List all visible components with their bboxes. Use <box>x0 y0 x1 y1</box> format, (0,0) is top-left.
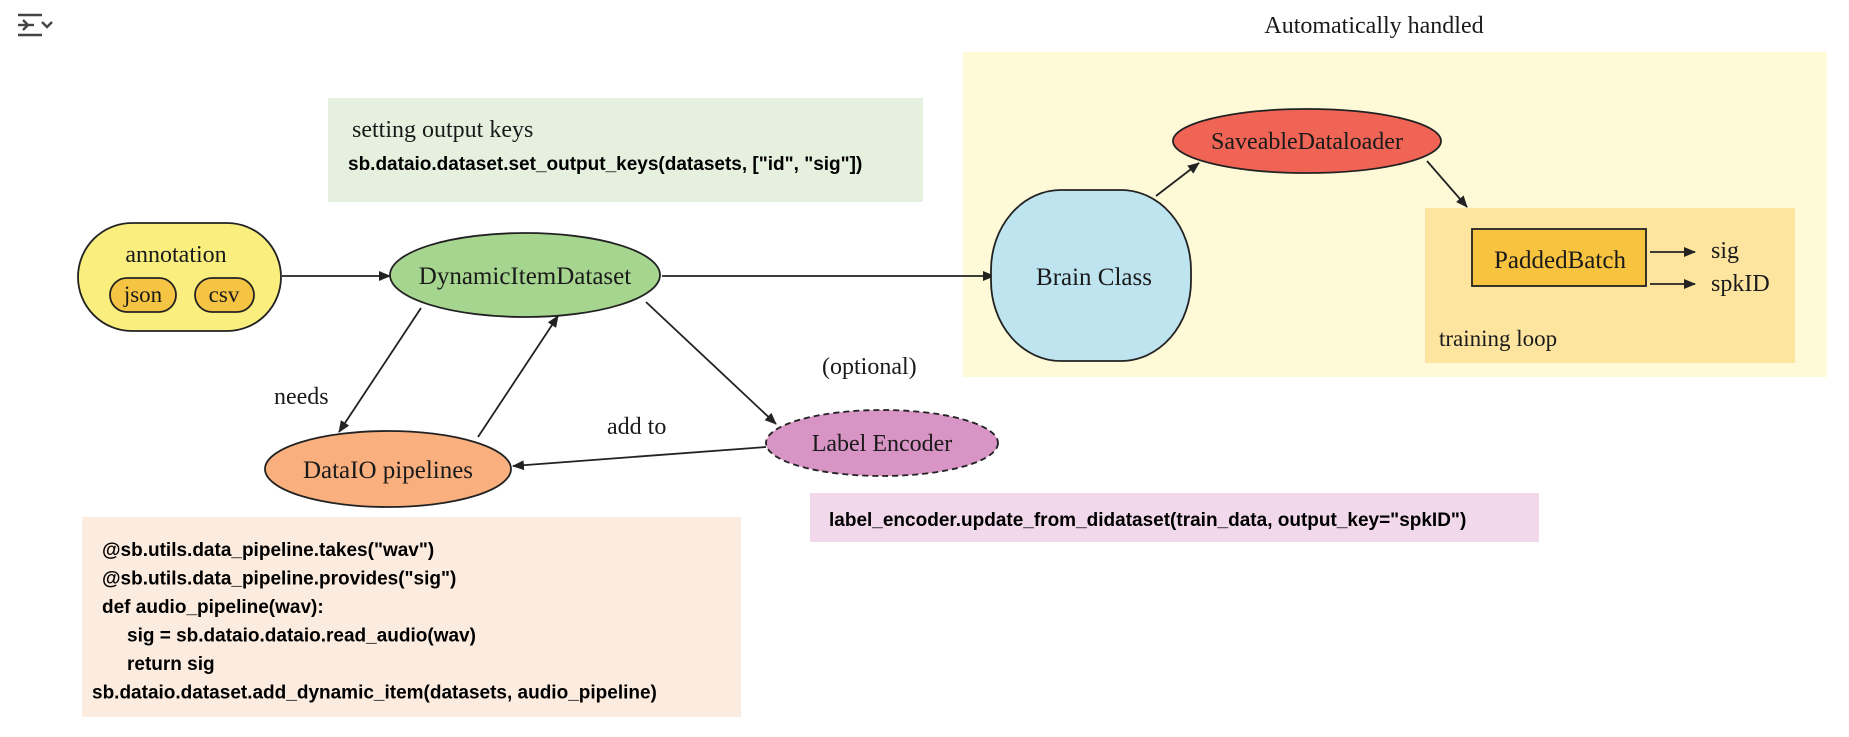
dataset-label: DynamicItemDataset <box>419 263 631 290</box>
csv-badge-shape <box>194 277 255 313</box>
edge-dataset-to-pipelines <box>338 307 422 433</box>
needs-label: needs <box>274 384 329 410</box>
edge-loader-to-training <box>1426 160 1468 208</box>
add-to-label: add to <box>607 414 666 440</box>
collapse-menu-icon[interactable] <box>12 8 54 44</box>
loader-shape <box>1172 108 1442 174</box>
encoder-shape <box>765 409 999 477</box>
output-keys-panel <box>328 98 923 202</box>
encoder-label: Label Encoder <box>812 431 953 457</box>
annotation-node[interactable]: annotation json csv <box>77 222 282 332</box>
edge-pipelines-to-dataset <box>477 315 559 438</box>
pipeline-code-line: sig = sb.dataio.dataio.read_audio(wav) <box>127 626 476 647</box>
pipeline-code-line: def audio_pipeline(wav): <box>102 597 324 618</box>
pipelines-node[interactable]: DataIO pipelines <box>264 430 512 508</box>
loader-label: SaveableDataloader <box>1211 129 1403 155</box>
encoder-code: label_encoder.update_from_didataset(trai… <box>829 510 1466 531</box>
edge-brain-to-loader <box>1155 162 1200 197</box>
pipelines-label: DataIO pipelines <box>303 457 473 484</box>
pipeline-code-line: return sig <box>127 654 215 675</box>
training-loop-label: training loop <box>1439 326 1557 351</box>
brain-label: Brain Class <box>1036 264 1152 291</box>
json-badge-label: json <box>123 282 163 307</box>
edge-encoder-to-pipelines <box>512 446 767 471</box>
encoder-code-panel <box>810 493 1539 542</box>
output-keys-title: setting output keys <box>352 117 533 143</box>
output-spkid-label: spkID <box>1711 271 1770 297</box>
annotation-title: annotation <box>125 242 226 268</box>
padded-batch-shape <box>1471 228 1647 287</box>
brain-shape <box>990 189 1192 362</box>
dataset-node[interactable]: DynamicItemDataset <box>389 232 661 318</box>
json-badge-shape <box>109 277 177 313</box>
pipeline-code-line: @sb.utils.data_pipeline.provides("sig") <box>102 569 456 590</box>
annotation-shape <box>77 222 282 332</box>
pipeline-code-line: sb.dataio.dataset.add_dynamic_item(datas… <box>92 683 657 704</box>
pipelines-shape <box>264 430 512 508</box>
loader-node[interactable]: SaveableDataloader <box>1172 108 1442 174</box>
pipeline-code-panel <box>82 517 741 717</box>
padded-batch-node[interactable]: PaddedBatch <box>1471 228 1647 287</box>
output-keys-code: sb.dataio.dataset.set_output_keys(datase… <box>348 154 862 175</box>
padded-batch-label: PaddedBatch <box>1494 247 1626 274</box>
automatically-handled-title: Automatically handled <box>1264 13 1483 39</box>
pipeline-code-line: @sb.utils.data_pipeline.takes("wav") <box>102 540 434 561</box>
edge-dataset-to-encoder <box>645 301 777 425</box>
pipeline-code-block: @sb.utils.data_pipeline.takes("wav") @sb.… <box>92 540 657 704</box>
dataset-shape <box>389 232 661 318</box>
csv-badge-label: csv <box>209 282 240 307</box>
brain-node[interactable]: Brain Class <box>990 189 1192 362</box>
output-sig-label: sig <box>1711 238 1739 264</box>
optional-label: (optional) <box>822 354 917 380</box>
encoder-node[interactable]: Label Encoder <box>765 409 999 477</box>
